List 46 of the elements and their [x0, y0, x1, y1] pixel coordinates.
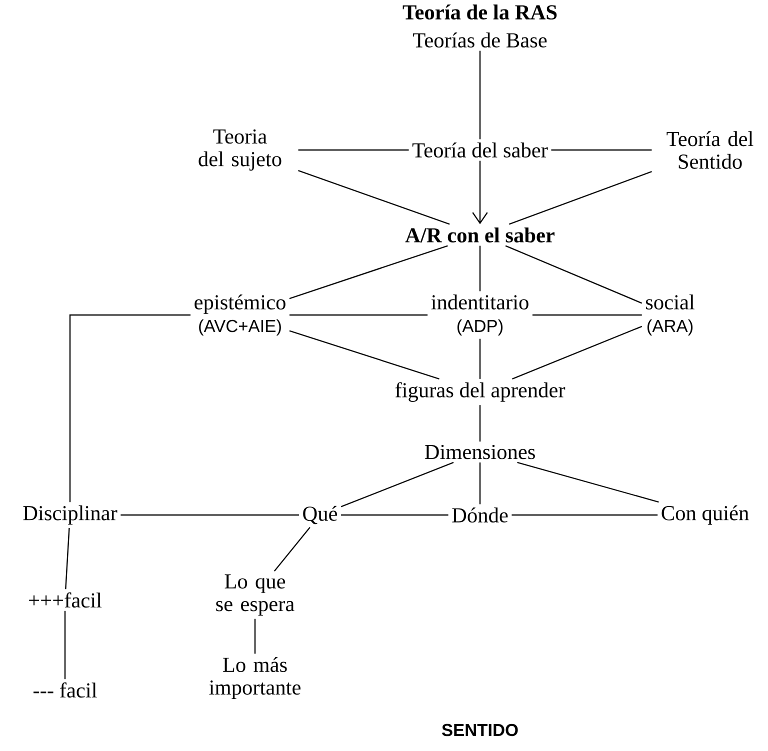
connector-line — [532, 314, 642, 316]
node-text: Dónde — [452, 508, 508, 523]
connector-line — [512, 326, 642, 380]
connector-line — [479, 405, 481, 442]
connector-line — [340, 462, 454, 508]
node-text: Teoría del Sentido — [666, 131, 754, 169]
connector-line — [274, 527, 310, 572]
note-text: SENTIDO — [442, 724, 518, 736]
node-text: A/R con el saber — [405, 228, 554, 242]
node-text: Lo que se espera — [216, 574, 294, 616]
connector-line — [508, 170, 652, 225]
connector-line — [289, 245, 448, 300]
connector-line — [505, 245, 642, 304]
node-text: Teorías de Base — [413, 32, 547, 48]
node-text: Teoria del sujeto — [198, 129, 282, 171]
connector-line — [479, 338, 481, 379]
connector-line — [479, 246, 481, 292]
connector-line — [551, 149, 652, 151]
connector-line — [479, 462, 481, 504]
node-text: figuras del aprender — [395, 382, 566, 402]
node-text: Lo más importante — [209, 657, 300, 700]
connector-line — [254, 618, 256, 654]
node-text: social (ARA) — [646, 294, 694, 336]
node-text: +++facil — [29, 592, 102, 608]
connector-line — [512, 514, 658, 516]
node-text: Qué — [303, 506, 338, 524]
connector-line — [517, 462, 659, 503]
connector-line — [298, 149, 409, 151]
node-text: epistémico (AVC+AIE) — [194, 294, 286, 336]
node-text: Con quién — [662, 505, 749, 525]
connector-line — [69, 314, 191, 502]
node-text: --- facil — [34, 682, 97, 698]
connector-line — [298, 170, 450, 225]
node-text: Disciplinar — [23, 505, 118, 525]
connector-line — [289, 314, 428, 316]
arrow — [472, 160, 488, 224]
connector-line — [120, 514, 299, 516]
connector-line — [65, 528, 70, 590]
connector-line — [64, 610, 66, 680]
node-text: Teoría del saber — [412, 142, 548, 158]
title: Teoría de la RAS — [402, 4, 557, 20]
node-text: indentitario (ADP) — [431, 294, 528, 336]
connector-line — [479, 50, 481, 140]
connector-line — [341, 514, 448, 516]
node-text: Dimensiones — [424, 444, 535, 460]
connector-line — [289, 330, 440, 380]
